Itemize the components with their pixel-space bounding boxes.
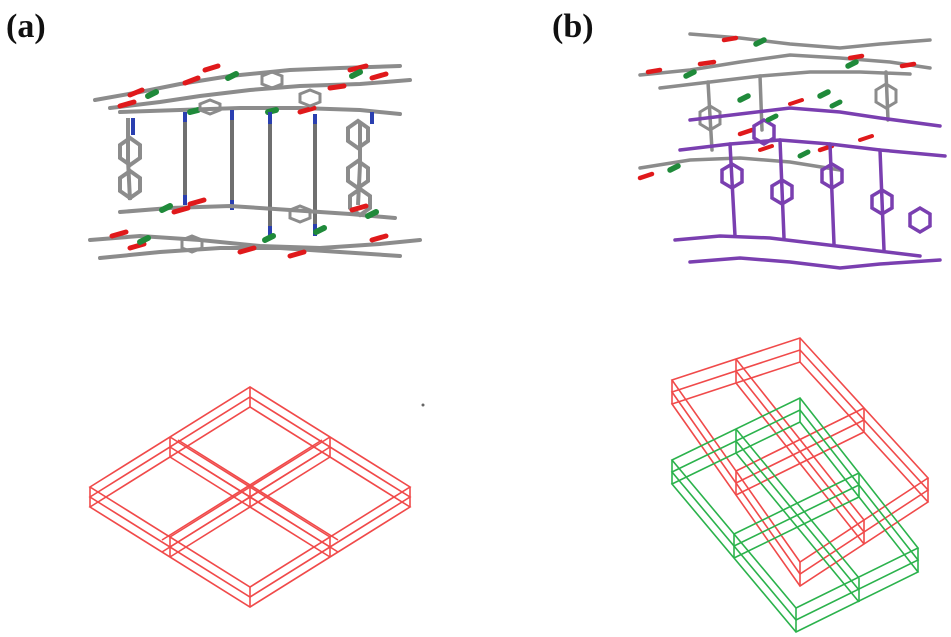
topology-net-a — [88, 386, 412, 608]
panel-label-a: (a) — [6, 8, 46, 45]
top-layer-framework — [93, 63, 412, 116]
panel-label-b: (b) — [552, 8, 594, 45]
molecular-structure-b — [637, 32, 947, 270]
grey-framework — [637, 32, 932, 181]
molecular-structure-a — [88, 63, 422, 260]
topology-net-b-green — [670, 396, 920, 633]
bottom-layer-framework — [88, 197, 422, 260]
pillar-ligands — [118, 110, 374, 238]
topology-net-b-red — [670, 337, 930, 588]
speck — [421, 403, 425, 407]
purple-framework — [673, 106, 947, 270]
